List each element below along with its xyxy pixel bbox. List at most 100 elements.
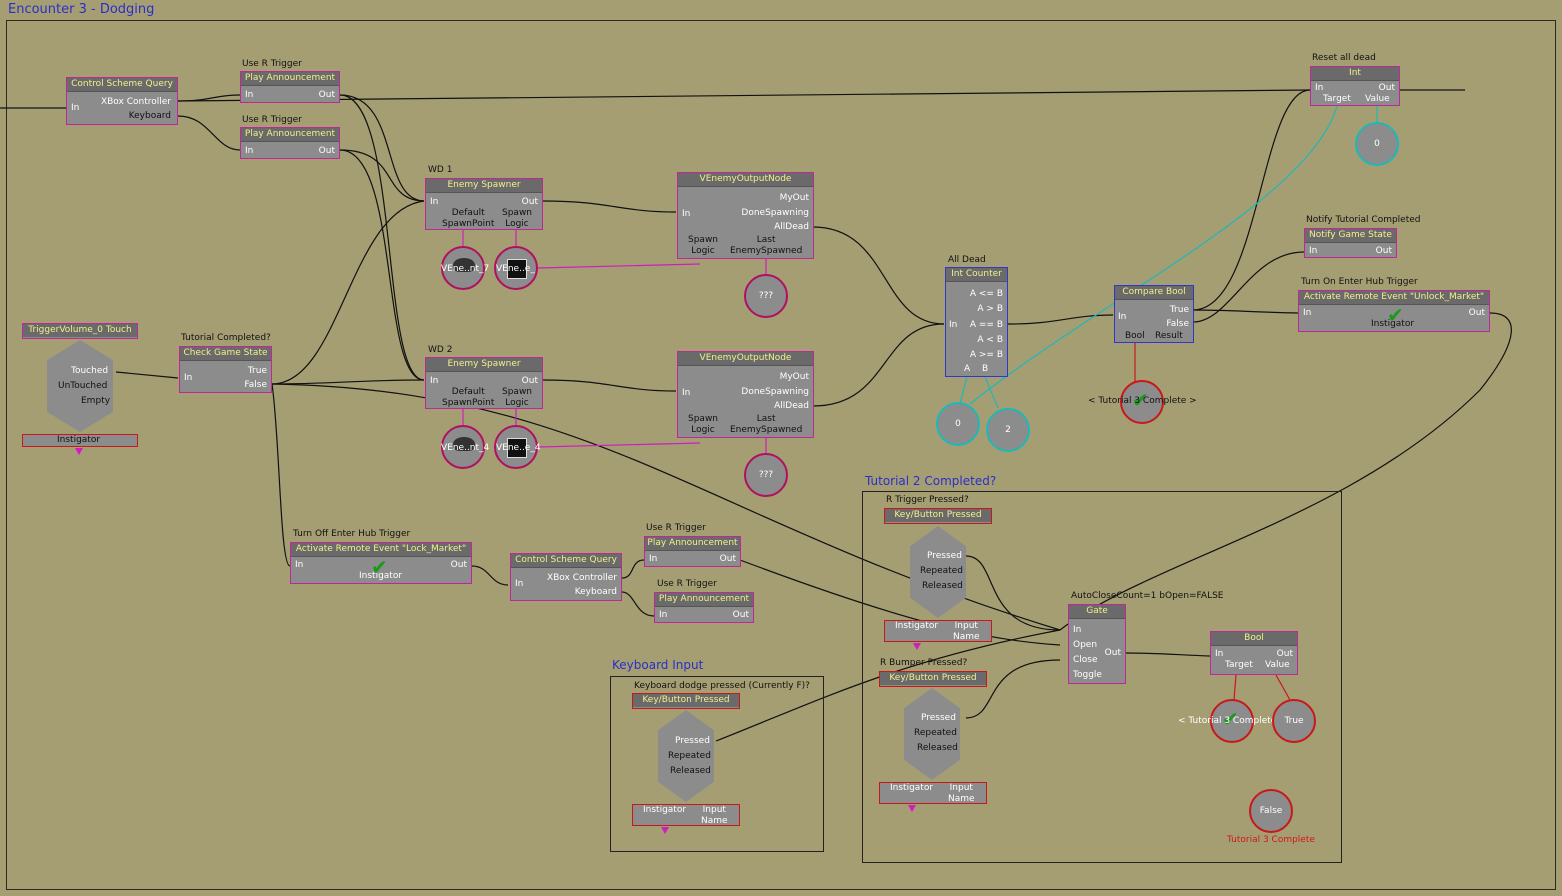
var-label: Value	[1265, 660, 1290, 670]
node-header: Play Announcement	[655, 593, 753, 607]
bool-var[interactable]: ✔	[1120, 380, 1164, 424]
var-label: Spawn Logic	[502, 208, 533, 229]
node-caption: Use R Trigger	[242, 115, 302, 125]
enemy-output-node[interactable]: VEnemyOutputNode In MyOut DoneSpawning A…	[677, 351, 814, 438]
comment-group[interactable]	[862, 491, 1342, 863]
out-port-label: Empty	[81, 396, 111, 406]
out-port-label: Out	[521, 376, 538, 386]
bool-wire	[1275, 674, 1291, 701]
trigger-touch-node[interactable]: TriggerVolume_0 Touch	[22, 323, 138, 339]
in-port-label: In	[71, 103, 80, 113]
unknown-var[interactable]: ???	[744, 274, 788, 318]
spawn-logic-var[interactable]: VEne..e_4	[494, 425, 541, 469]
out-port-label: MyOut	[779, 193, 809, 203]
activate-remote-event-node[interactable]: Activate Remote Event "Unlock_Market" In…	[1298, 290, 1490, 332]
node-caption: Use R Trigger	[242, 59, 302, 69]
bool-var[interactable]: False	[1249, 789, 1293, 833]
out-port-label: Pressed	[675, 736, 710, 746]
node-header: Key/Button Pressed	[633, 694, 739, 707]
int-var[interactable]: 0	[1355, 122, 1399, 166]
var-wire	[537, 442, 701, 448]
in-port-label: In	[1309, 246, 1318, 256]
compare-bool-node[interactable]: Compare Bool In True False Bool Result	[1114, 285, 1194, 343]
activate-remote-event-node[interactable]: Activate Remote Event "Lock_Market" In O…	[290, 542, 472, 584]
gate-node[interactable]: Gate In Open Close Toggle Out	[1068, 604, 1126, 684]
out-port-label: Out	[1468, 308, 1485, 318]
enemy-spawner-node[interactable]: Enemy Spawner In Out Default SpawnPoint …	[425, 178, 543, 230]
int-wire	[969, 105, 1338, 405]
node-header: Control Scheme Query	[67, 78, 177, 92]
wire	[177, 89, 1311, 102]
comment-group[interactable]	[610, 676, 824, 852]
node-caption: Turn On Enter Hub Trigger	[1301, 277, 1418, 287]
int-var[interactable]: 0	[936, 402, 980, 446]
node-header: Enemy Spawner	[426, 179, 542, 193]
in-port-label: In	[1215, 649, 1224, 659]
var-label: Spawn Logic	[688, 235, 719, 256]
enemy-spawner-node[interactable]: Enemy Spawner In Out Default SpawnPoint …	[425, 357, 543, 409]
bool-var[interactable]: ✔	[1210, 699, 1254, 743]
key-button-body	[904, 688, 960, 780]
control-scheme-query-node[interactable]: Control Scheme Query In XBox Controller …	[66, 77, 178, 125]
checkmark-icon: ✔	[1132, 388, 1149, 412]
int-counter-node[interactable]: Int Counter In A <= B A > B A == B A < B…	[945, 267, 1008, 377]
unknown-var[interactable]: ???	[744, 453, 788, 497]
notify-game-state-node[interactable]: Notify Game State In Out	[1304, 228, 1397, 258]
check-game-state-node[interactable]: Check Game State In True False	[179, 346, 272, 393]
out-port-label: Keyboard	[574, 587, 617, 597]
group-title: Keyboard Input	[612, 658, 704, 672]
in-port-label: In	[430, 197, 439, 207]
in-port-label: In	[1073, 625, 1082, 635]
wire	[177, 115, 241, 151]
play-announcement-node[interactable]: Play Announcement In Out	[644, 536, 741, 567]
node-caption: Keyboard dodge pressed (Currently F)?	[634, 681, 810, 691]
int-var[interactable]: 2	[986, 408, 1030, 452]
node-caption: Turn Off Enter Hub Trigger	[293, 529, 411, 539]
var-label: Last EnemySpawned	[730, 414, 803, 435]
var-label: Target	[1323, 94, 1351, 104]
var-link-marker	[661, 827, 669, 834]
var-wire	[537, 263, 701, 269]
control-scheme-query-node[interactable]: Control Scheme Query In XBox Controller …	[510, 553, 622, 601]
enemy-object-var[interactable]: VEne..nt_7	[441, 246, 489, 290]
node-caption: WD 1	[428, 165, 453, 175]
out-port-label: A >= B	[969, 350, 1003, 360]
sequence-frame	[6, 20, 1556, 890]
instigator-bar: Instigator	[22, 434, 138, 447]
out-port-label: True	[1169, 305, 1189, 315]
key-button-pressed-node[interactable]: Key/Button Pressed	[884, 508, 992, 524]
key-button-pressed-node[interactable]: Key/Button Pressed	[632, 693, 740, 709]
set-bool-node[interactable]: Bool In Out Target Value	[1210, 631, 1298, 675]
in-port-label: In	[1303, 308, 1312, 318]
play-announcement-node[interactable]: Play Announcement In Out	[654, 592, 754, 623]
enemy-object-var[interactable]: VEne..nt_4	[441, 425, 489, 469]
wire	[115, 371, 179, 379]
var-label: Instigator	[1371, 319, 1415, 329]
int-wire	[959, 376, 968, 405]
out-port-label: False	[1166, 319, 1189, 329]
in-port-label: In	[649, 554, 658, 564]
wire	[965, 555, 1061, 631]
key-button-pressed-node[interactable]: Key/Button Pressed	[879, 671, 987, 687]
in-port-label: Close	[1073, 655, 1098, 665]
wire	[715, 629, 1061, 742]
node-header: Compare Bool	[1115, 286, 1193, 300]
out-port-label: Pressed	[927, 551, 962, 561]
wire	[271, 379, 425, 385]
node-header: Play Announcement	[241, 72, 339, 86]
wire	[271, 383, 291, 567]
var-bar: Instigator Input Name	[879, 782, 987, 804]
node-header: Control Scheme Query	[511, 554, 621, 568]
spawn-logic-var[interactable]: VEne..e_	[494, 246, 538, 290]
bool-var[interactable]: True	[1272, 699, 1316, 743]
play-announcement-node[interactable]: Play Announcement In Out	[240, 127, 340, 159]
wire	[339, 149, 425, 202]
node-caption: Reset all dead	[1312, 53, 1376, 63]
out-port-label: Out	[318, 90, 335, 100]
set-int-node[interactable]: Int In Out Target Value	[1310, 66, 1400, 106]
enemy-output-node[interactable]: VEnemyOutputNode In MyOut DoneSpawning A…	[677, 172, 814, 259]
out-port-label: True	[247, 366, 267, 376]
play-announcement-node[interactable]: Play Announcement In Out	[240, 71, 340, 103]
